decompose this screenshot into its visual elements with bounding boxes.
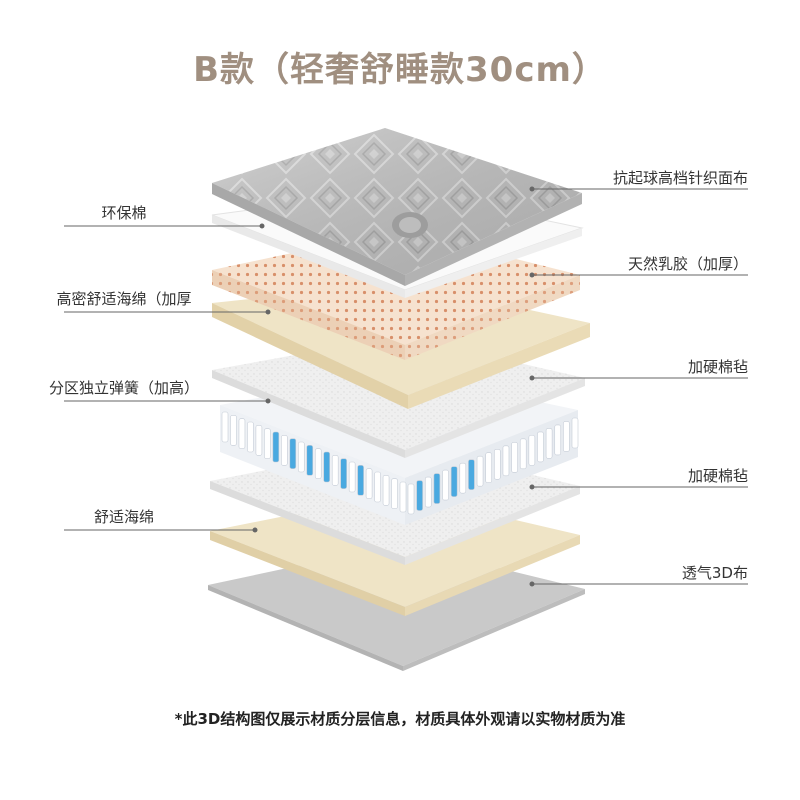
spring-coil — [450, 466, 458, 497]
spring-coil — [468, 459, 475, 490]
spring-coil — [545, 428, 553, 459]
label-hard-felt-lower: 加硬棉毡 — [687, 467, 748, 485]
label-comfort-foam: 舒适海绵 — [93, 508, 154, 526]
spring-coil — [247, 421, 254, 453]
spring-coil — [331, 455, 339, 486]
spring-coil — [442, 469, 449, 501]
spring-coil — [433, 473, 441, 504]
spring-coil — [306, 445, 314, 476]
spring-coil — [281, 435, 288, 466]
spring-coil — [221, 411, 229, 443]
label-pocket-springs: 分区独立弹簧（加高） — [48, 379, 199, 397]
spring-coil — [416, 480, 423, 511]
label-natural-latex: 天然乳胶（加厚） — [627, 255, 748, 273]
spring-coil — [476, 455, 484, 487]
spring-coil — [571, 417, 579, 449]
spring-coil — [563, 421, 570, 452]
spring-coil — [399, 481, 407, 513]
label-knitted-fabric: 抗起球高档针织面布 — [612, 169, 748, 187]
label-3d-breathable-fabric: 透气3D布 — [681, 564, 748, 582]
spring-coil — [554, 424, 562, 456]
spring-coil — [272, 431, 280, 463]
spring-coil — [374, 471, 381, 503]
spring-coil — [528, 435, 536, 466]
spring-coil — [238, 418, 246, 449]
layer-knitted-fabric — [212, 128, 582, 286]
spring-coil — [407, 483, 415, 515]
spring-coil — [340, 458, 347, 489]
spring-coils-left — [221, 411, 407, 513]
spring-coil — [459, 462, 467, 494]
spring-coil — [365, 468, 373, 499]
spring-coil — [264, 428, 271, 459]
label-eco-cotton: 环保棉 — [101, 204, 147, 222]
spring-coil — [519, 438, 527, 470]
spring-coil — [348, 461, 356, 493]
spring-coil — [323, 451, 331, 483]
spring-coil — [314, 448, 322, 479]
leader-lines — [64, 186, 748, 587]
spring-coil — [255, 425, 263, 456]
spring-coil — [289, 438, 297, 469]
footnote-disclaimer: *此3D结构图仅展示材质分层信息，材质具体外观请以实物材质为准 — [174, 710, 626, 728]
spring-coil — [391, 478, 398, 509]
spring-coil — [382, 475, 390, 506]
spring-coils-right — [407, 417, 579, 515]
spring-coil — [357, 465, 364, 496]
spring-coil — [537, 431, 544, 463]
spring-coil — [297, 441, 305, 473]
spring-coil — [485, 452, 492, 484]
spring-coil — [494, 448, 501, 480]
spring-coil — [424, 476, 432, 508]
spring-coil — [502, 445, 510, 477]
label-high-density-foam: 高密舒适海绵（加厚 — [56, 290, 192, 308]
spring-coil — [511, 442, 518, 473]
spring-coil — [230, 415, 237, 446]
page-title: B款（轻奢舒睡款30cm） — [193, 50, 607, 90]
label-hard-felt-upper: 加硬棉毡 — [687, 358, 748, 376]
